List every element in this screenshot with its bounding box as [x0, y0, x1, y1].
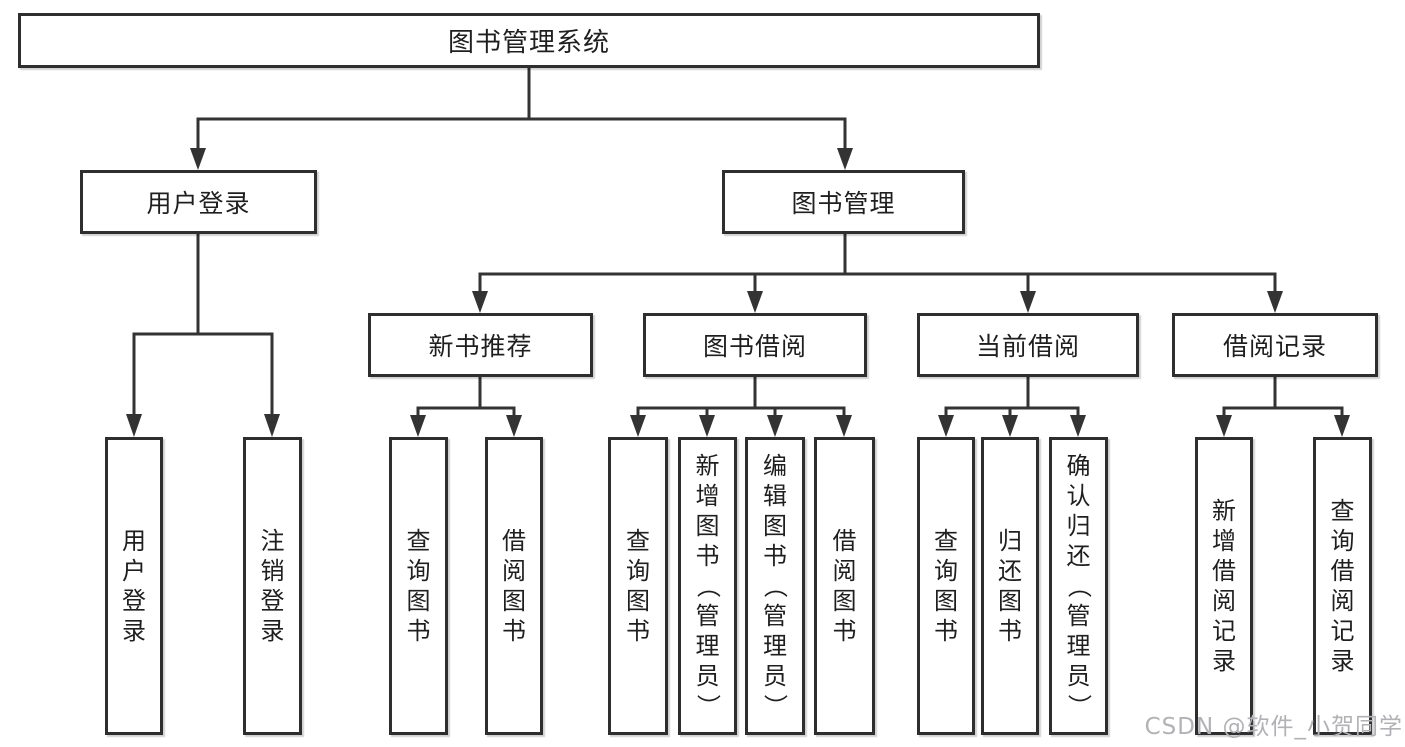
- arrowhead-leaf-s2c2: [699, 415, 715, 437]
- arrowhead-leaf-login: [126, 414, 142, 437]
- arrowhead-leaf-s3c2: [1002, 415, 1018, 437]
- leaf-query-books-s3: 查询图书: [917, 437, 975, 735]
- leaf-add-books-admin-label: 新增图书（管理员）: [693, 452, 722, 718]
- leaf-borrow-books-s2: 借阅图书: [814, 437, 875, 735]
- leaf-query-borrow-record-label: 查询借阅记录: [1330, 497, 1355, 675]
- node-root: 图书管理系统: [18, 13, 1040, 68]
- leaf-borrow-books-s1-label: 借阅图书: [502, 527, 526, 645]
- leaf-user-login-label: 用户登录: [122, 527, 146, 645]
- node-book-borrow: 图书借阅: [643, 313, 867, 377]
- leaf-borrow-books-s1: 借阅图书: [485, 437, 543, 735]
- arrowhead-user-login: [190, 148, 206, 170]
- leaf-add-borrow-record-label: 新增借阅记录: [1212, 497, 1236, 675]
- node-new-book-recommend-label: 新书推荐: [428, 332, 533, 361]
- arrowhead-leaf-s2c4: [836, 415, 852, 437]
- leaf-confirm-return-admin: 确认归还（管理员）: [1049, 437, 1108, 735]
- leaf-user-login: 用户登录: [105, 437, 163, 735]
- leaf-add-borrow-record: 新增借阅记录: [1195, 437, 1253, 735]
- arrowhead-leaf-s1c2: [506, 415, 522, 437]
- arrowhead-borrow-records: [1267, 291, 1283, 313]
- node-current-borrow: 当前借阅: [917, 313, 1139, 377]
- arrowhead-leaf-s4c1: [1216, 415, 1232, 437]
- leaf-query-books-s1: 查询图书: [389, 437, 448, 735]
- arrowhead-new-book: [472, 291, 488, 313]
- leaf-return-books-label: 归还图书: [998, 527, 1022, 645]
- arrowhead-leaf-s3c1: [938, 415, 954, 437]
- leaf-edit-books-admin: 编辑图书（管理员）: [745, 437, 805, 735]
- node-new-book-recommend: 新书推荐: [368, 313, 593, 377]
- node-root-label: 图书管理系统: [447, 28, 610, 58]
- node-current-borrow-label: 当前借阅: [975, 332, 1080, 361]
- node-user-login: 用户登录: [80, 170, 317, 234]
- arrowhead-leaf-s3c3: [1070, 415, 1086, 437]
- leaf-borrow-books-s2-label: 借阅图书: [832, 527, 857, 645]
- arrowhead-book-borrow: [747, 291, 763, 313]
- node-user-login-label: 用户登录: [146, 189, 251, 218]
- csdn-watermark: CSDN @软件_小贺同学: [1144, 714, 1403, 740]
- arrowhead-leaf-s2c3: [767, 415, 783, 437]
- leaf-query-books-s2: 查询图书: [608, 437, 668, 735]
- leaf-return-books: 归还图书: [981, 437, 1039, 735]
- arrowhead-current-borrow: [1020, 291, 1036, 313]
- leaf-logout: 注销登录: [243, 437, 302, 735]
- leaf-logout-label: 注销登录: [260, 527, 285, 645]
- leaf-query-books-s2-label: 查询图书: [626, 527, 650, 645]
- leaf-query-borrow-record: 查询借阅记录: [1313, 437, 1372, 735]
- leaf-query-books-s3-label: 查询图书: [934, 527, 958, 645]
- node-borrow-records: 借阅记录: [1172, 313, 1378, 377]
- leaf-query-books-s1-label: 查询图书: [406, 527, 431, 645]
- leaf-confirm-return-admin-label: 确认归还（管理员）: [1064, 452, 1093, 718]
- arrowhead-leaf-s1c1: [410, 415, 426, 437]
- leaf-add-books-admin: 新增图书（管理员）: [678, 437, 737, 735]
- node-book-mgmt: 图书管理: [722, 170, 965, 234]
- arrowhead-leaf-s4c2: [1334, 415, 1350, 437]
- leaf-edit-books-admin-label: 编辑图书（管理员）: [761, 452, 789, 718]
- node-borrow-records-label: 借阅记录: [1222, 332, 1327, 361]
- node-book-borrow-label: 图书借阅: [702, 332, 807, 361]
- arrowhead-leaf-logout: [264, 414, 280, 437]
- node-book-mgmt-label: 图书管理: [791, 189, 896, 218]
- arrowhead-book-mgmt: [837, 148, 853, 170]
- arrowhead-leaf-s2c1: [630, 415, 646, 437]
